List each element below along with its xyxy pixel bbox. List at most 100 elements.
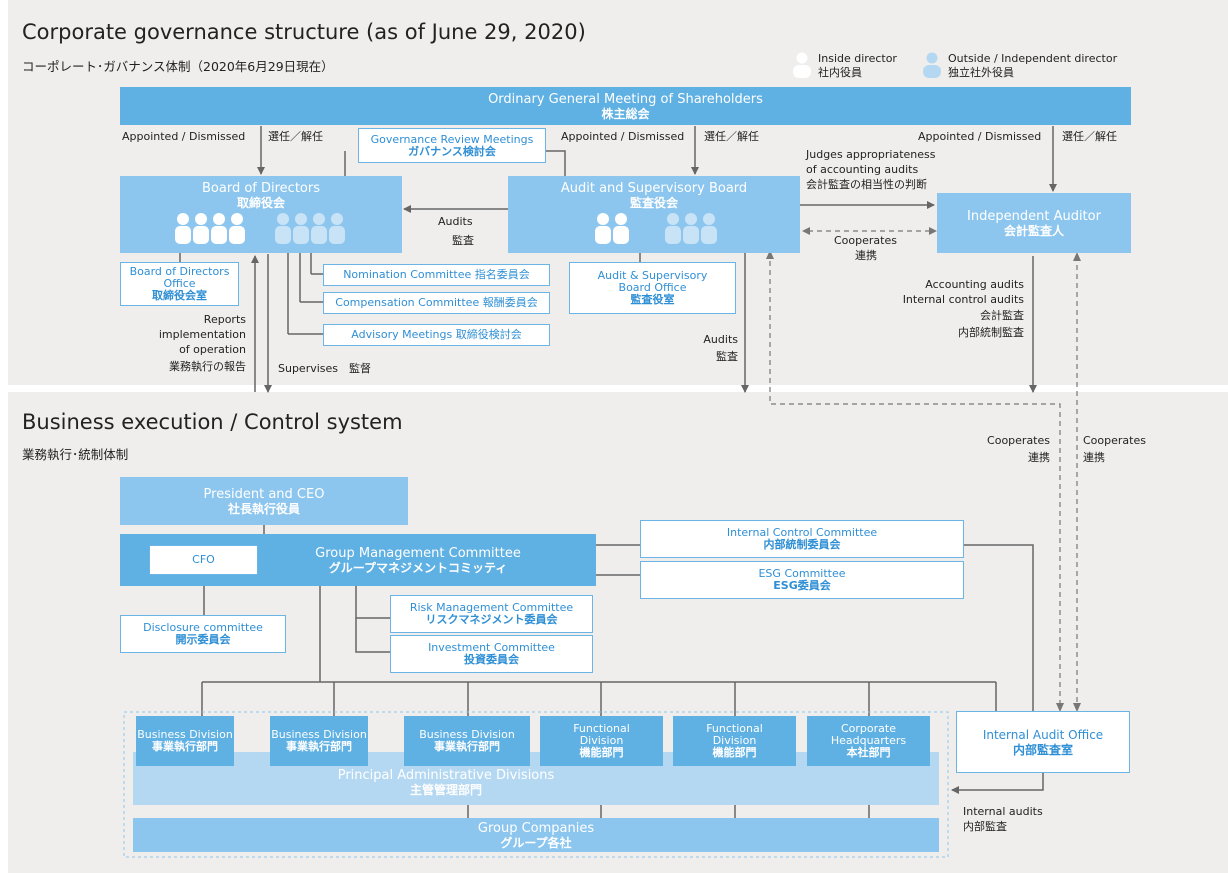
president-ceo: President and CEO 社長執行役員 <box>120 477 408 525</box>
division-jp: 機能部門 <box>712 746 757 759</box>
appointed-label-1-en: Appointed / Dismissed <box>122 130 246 143</box>
esg-en: ESG Committee <box>758 567 846 580</box>
supervises-label: Supervises 監督 <box>278 362 372 375</box>
asb-office-en1: Audit & Supervisory <box>597 269 708 282</box>
division-l2: Headquarters <box>830 734 907 747</box>
asb-office-en2: Board Office <box>618 281 687 294</box>
advisory-meetings: Advisory Meetings 取締役検討会 <box>323 324 550 346</box>
division-box: Business Division 事業執行部門 <box>136 716 234 766</box>
board-member-icons <box>175 213 345 244</box>
division-box: Business Division 事業執行部門 <box>270 716 368 766</box>
division-l1: Business Division <box>271 728 367 741</box>
nomination-label: Nomination Committee 指名委員会 <box>343 268 530 281</box>
gmc-en: Group Management Committee <box>315 545 521 561</box>
division-l2: Division <box>712 734 757 747</box>
audits-down-en: Audits <box>703 333 738 346</box>
principal-en: Principal Administrative Divisions <box>337 768 555 783</box>
investment-en: Investment Committee <box>428 641 555 654</box>
internal-audit-office: Internal Audit Office 内部監査室 <box>956 711 1130 773</box>
appointed-label-1-jp: 選任／解任 <box>268 130 323 143</box>
legend-outside-en: Outside / Independent director <box>948 52 1118 65</box>
execution-subtitle: 業務執行･統制体制 <box>22 447 129 462</box>
risk-jp: リスクマネジメント委員会 <box>425 613 558 626</box>
accounting-l4: 内部統制監査 <box>958 326 1024 339</box>
asb-office-jp: 監査役室 <box>630 293 675 306</box>
audits-left-en: Audits <box>438 215 473 228</box>
investment-committee: Investment Committee 投資委員会 <box>390 635 593 673</box>
audits-left-jp: 監査 <box>452 234 474 247</box>
board-of-directors: Board of Directors 取締役会 <box>120 176 402 253</box>
legend-inside-en: Inside director <box>818 52 897 65</box>
division-box: Corporate Headquarters 本社部門 <box>807 716 930 766</box>
asb-jp: 監査役会 <box>629 196 678 210</box>
principal-administrative-divisions: Principal Administrative Divisions 主管管理部… <box>133 752 939 805</box>
reports-l4: 業務執行の報告 <box>169 360 246 373</box>
judges-l3: 会計監査の相当性の判断 <box>806 178 927 191</box>
compensation-label: Compensation Committee 報酬委員会 <box>335 296 538 309</box>
division-l1: Corporate <box>841 722 896 735</box>
shareholders-en: Ordinary General Meeting of Shareholders <box>488 91 763 107</box>
cooperates-top-jp: 連携 <box>855 249 877 262</box>
governance-title: Corporate governance structure (as of Ju… <box>22 20 586 44</box>
division-l1: Functional <box>573 722 630 735</box>
execution-title: Business execution / Control system <box>22 410 403 434</box>
cooperates-top-en: Cooperates <box>834 234 897 247</box>
disclosure-committee: Disclosure committee 開示委員会 <box>120 615 286 653</box>
reports-l2: implementation <box>158 328 246 341</box>
advisory-label: Advisory Meetings 取締役検討会 <box>351 328 522 341</box>
independent-auditor: Independent Auditor 会計監査人 <box>937 193 1131 253</box>
judges-l2: of accounting audits <box>806 163 919 176</box>
cooperates-2-jp: 連携 <box>1083 451 1105 464</box>
outside-director-icon <box>923 52 941 78</box>
asb-office: Audit & Supervisory Board Office 監査役室 <box>569 262 736 314</box>
group-companies: Group Companies グループ各社 <box>133 818 939 852</box>
cfo-label: CFO <box>192 553 215 566</box>
president-en: President and CEO <box>203 486 325 502</box>
risk-management-committee: Risk Management Committee リスクマネジメント委員会 <box>390 595 593 633</box>
internal-audit-office-en: Internal Audit Office <box>982 727 1104 742</box>
gmc-jp: グループマネジメントコミッティ <box>328 560 508 575</box>
principal-jp: 主管管理部門 <box>409 783 482 797</box>
cooperates-1-en: Cooperates <box>987 434 1050 447</box>
esg-jp: ESG委員会 <box>773 579 831 592</box>
division-l1: Business Division <box>419 728 515 741</box>
esg-committee: ESG Committee ESG委員会 <box>640 561 964 599</box>
asb-en: Audit and Supervisory Board <box>560 181 748 196</box>
disclosure-jp: 開示委員会 <box>175 633 231 646</box>
auditor-jp: 会計監査人 <box>1003 223 1064 238</box>
division-box: Functional Division 機能部門 <box>673 716 796 766</box>
group-en: Group Companies <box>477 820 595 836</box>
division-box: Functional Division 機能部門 <box>540 716 663 766</box>
board-office-en1: Board of Directors <box>129 265 230 278</box>
reports-l3: of operation <box>179 343 246 356</box>
board-en: Board of Directors <box>202 181 320 196</box>
legend-outside-jp: 独立社外役員 <box>948 66 1014 79</box>
governance-review-en: Governance Review Meetings <box>370 132 534 146</box>
division-box: Business Division 事業執行部門 <box>404 716 530 766</box>
internal-audits-en: Internal audits <box>963 805 1043 818</box>
president-jp: 社長執行役員 <box>227 501 300 516</box>
governance-review-meetings: Governance Review Meetings ガバナンス検討会 <box>358 128 546 163</box>
internal-audits-jp: 内部監査 <box>963 820 1007 833</box>
division-jp: 事業執行部門 <box>152 740 218 753</box>
reports-l1: Reports <box>203 313 246 326</box>
audit-supervisory-board: Audit and Supervisory Board 監査役会 <box>508 176 800 253</box>
shareholders-jp: 株主総会 <box>601 106 650 121</box>
shareholders-meeting: Ordinary General Meeting of Shareholders… <box>120 87 1131 125</box>
accounting-l1: Accounting audits <box>925 278 1024 291</box>
board-office-en2: Office <box>163 277 196 290</box>
asb-member-icons <box>595 213 717 244</box>
risk-en: Risk Management Committee <box>409 601 574 614</box>
board-office: Board of Directors Office 取締役会室 <box>120 262 239 306</box>
accounting-l2: Internal control audits <box>902 293 1024 306</box>
internal-control-jp: 内部統制委員会 <box>763 538 841 551</box>
accounting-l3: 会計監査 <box>980 309 1024 322</box>
governance-subtitle: コーポレート･ガバナンス体制（2020年6月29日現在） <box>22 59 334 74</box>
appointed-label-2-jp: 選任／解任 <box>704 130 759 143</box>
audits-down-jp: 監査 <box>716 350 738 363</box>
group-jp: グループ各社 <box>500 835 572 850</box>
disclosure-en: Disclosure committee <box>143 621 263 634</box>
board-jp: 取締役会 <box>236 196 285 210</box>
division-jp: 本社部門 <box>846 746 891 759</box>
